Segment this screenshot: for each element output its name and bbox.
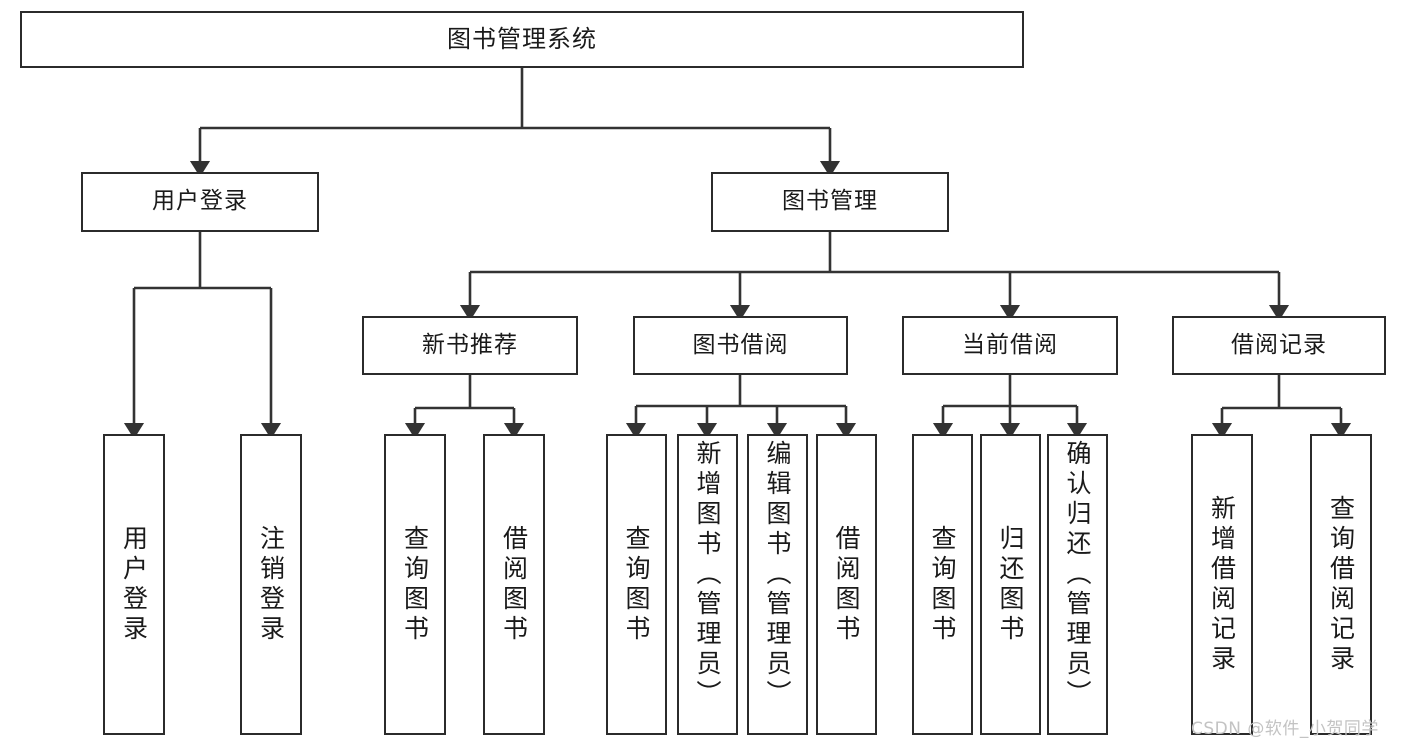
node-label: 查询图书 <box>400 524 430 645</box>
node-label: 借阅图书 <box>832 524 861 645</box>
node-label: 归还图书 <box>996 524 1025 645</box>
leaf-query-borrowing-record[interactable]: 查询借阅记录 <box>1310 434 1372 735</box>
leaf-edit-book-admin[interactable]: 编辑图书（管理员） <box>747 434 808 735</box>
node-label: 确认归还（管理员） <box>1063 440 1092 710</box>
node-root-book-management-system[interactable]: 图书管理系统 <box>20 11 1024 68</box>
node-label: 新增借阅记录 <box>1207 494 1237 675</box>
leaf-add-borrowing-record[interactable]: 新增借阅记录 <box>1191 434 1253 735</box>
node-label: 图书借阅 <box>692 331 789 358</box>
leaf-add-book-admin[interactable]: 新增图书（管理员） <box>677 434 738 735</box>
node-label: 用户登录 <box>152 188 248 215</box>
node-label: 图书管理系统 <box>447 25 597 54</box>
leaf-query-books-current[interactable]: 查询图书 <box>912 434 973 735</box>
node-label: 查询图书 <box>928 524 957 645</box>
node-book-borrowing[interactable]: 图书借阅 <box>633 316 848 375</box>
node-label: 借阅图书 <box>499 524 529 645</box>
leaf-query-books-borrowing[interactable]: 查询图书 <box>606 434 667 735</box>
node-book-management[interactable]: 图书管理 <box>711 172 949 232</box>
node-borrowing-records[interactable]: 借阅记录 <box>1172 316 1386 375</box>
node-user-login[interactable]: 用户登录 <box>81 172 319 232</box>
leaf-logout[interactable]: 注销登录 <box>240 434 302 735</box>
leaf-borrow-books-borrowing[interactable]: 借阅图书 <box>816 434 877 735</box>
node-label: 借阅记录 <box>1231 331 1327 358</box>
node-label: 图书管理 <box>782 188 878 215</box>
leaf-user-login[interactable]: 用户登录 <box>103 434 165 735</box>
node-label: 注销登录 <box>256 524 286 645</box>
node-label: 编辑图书（管理员） <box>763 440 792 710</box>
node-new-book-recommendation[interactable]: 新书推荐 <box>362 316 578 375</box>
leaf-query-books-recommendation[interactable]: 查询图书 <box>384 434 446 735</box>
node-label: 查询图书 <box>622 524 651 645</box>
leaf-borrow-books-recommendation[interactable]: 借阅图书 <box>483 434 545 735</box>
node-label: 用户登录 <box>119 524 149 645</box>
leaf-return-books[interactable]: 归还图书 <box>980 434 1041 735</box>
node-label: 查询借阅记录 <box>1326 494 1356 675</box>
node-label: 当前借阅 <box>962 331 1058 358</box>
node-current-borrowing[interactable]: 当前借阅 <box>902 316 1118 375</box>
leaf-confirm-return-admin[interactable]: 确认归还（管理员） <box>1047 434 1108 735</box>
node-label: 新书推荐 <box>422 331 518 358</box>
node-label: 新增图书（管理员） <box>693 440 722 710</box>
